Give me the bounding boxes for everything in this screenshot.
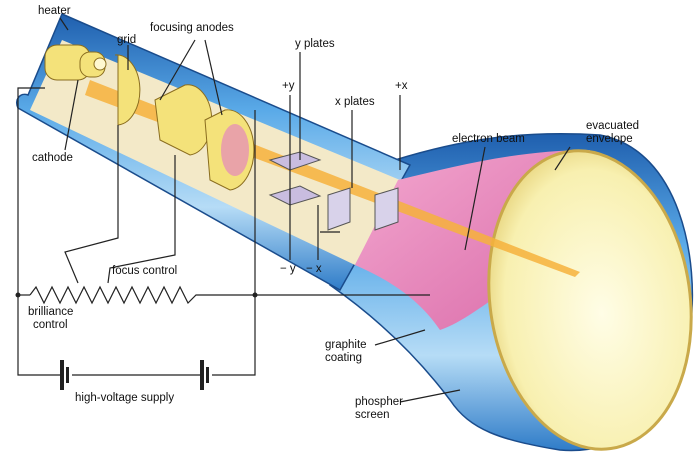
minus-x-label: − x bbox=[306, 263, 322, 275]
circuit-wiring bbox=[17, 17, 571, 403]
phospher-screen-label-1: phospher bbox=[355, 396, 403, 408]
phosphor-screen bbox=[487, 149, 693, 451]
phospher-screen-label-2: screen bbox=[355, 409, 390, 421]
y-plates-label: y plates bbox=[295, 38, 335, 50]
evacuated-envelope-label-1: evacuated bbox=[586, 120, 640, 132]
evacuated-envelope-label-2: envelope bbox=[586, 133, 633, 145]
battery bbox=[60, 360, 209, 390]
resistor bbox=[29, 285, 255, 305]
brilliance-control-label-2: control bbox=[33, 319, 68, 331]
minus-y-label: − y bbox=[280, 263, 296, 275]
graphite-coating-label-2: coating bbox=[325, 352, 363, 364]
cathode-assembly bbox=[44, 44, 107, 81]
graphite-coating-label-1: graphite bbox=[325, 339, 367, 351]
plus-x-label: +x bbox=[395, 80, 408, 92]
focusing-anodes-label: focusing anodes bbox=[150, 22, 234, 34]
heater-label: heater bbox=[38, 5, 71, 17]
x-plate-right bbox=[374, 187, 399, 231]
grid-label: grid bbox=[117, 34, 137, 46]
grid-electrode bbox=[114, 54, 141, 126]
cathode-label: cathode bbox=[32, 152, 73, 164]
focus-control-label: focus control bbox=[112, 265, 178, 277]
x-plates-label: x plates bbox=[335, 96, 375, 108]
high-voltage-supply-label: high-voltage supply bbox=[75, 392, 175, 404]
brilliance-control-label-1: brilliance bbox=[28, 306, 74, 318]
plus-y-label: +y bbox=[282, 80, 295, 92]
x-plate-left bbox=[327, 187, 351, 231]
electron-beam-label: electron beam bbox=[452, 133, 525, 145]
